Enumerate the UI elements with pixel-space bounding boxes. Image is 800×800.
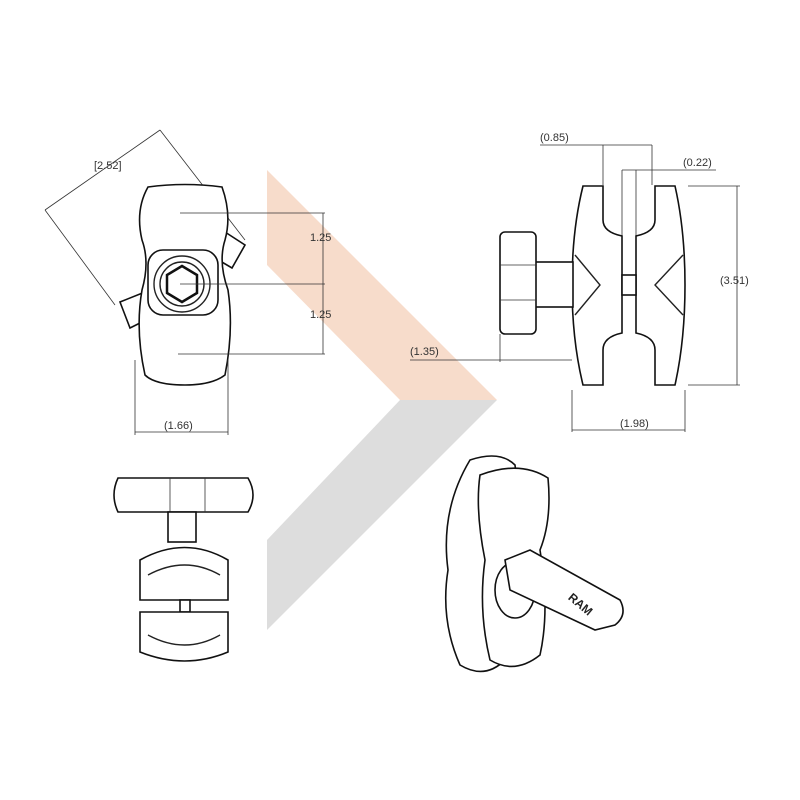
chevron-bottom	[267, 400, 497, 630]
dim-front-width: (1.66)	[164, 420, 193, 432]
dim-lower-offset: 1.25	[310, 309, 332, 321]
dim-center-gap: (0.22)	[683, 157, 712, 169]
iso-view: RAM	[444, 455, 624, 673]
dim-upper-offset: 1.25	[310, 232, 332, 244]
dim-overall-depth: (1.98)	[620, 418, 649, 430]
dim-diag-width: [2.52]	[94, 160, 122, 172]
dim-overall-height: (3.51)	[720, 275, 749, 287]
dim-knob-depth: (1.35)	[410, 346, 439, 358]
front-view	[44, 129, 325, 435]
dim-socket-gap: (0.85)	[540, 132, 569, 144]
chevron-top	[267, 170, 497, 400]
side-view	[410, 144, 740, 432]
top-view	[113, 477, 254, 662]
